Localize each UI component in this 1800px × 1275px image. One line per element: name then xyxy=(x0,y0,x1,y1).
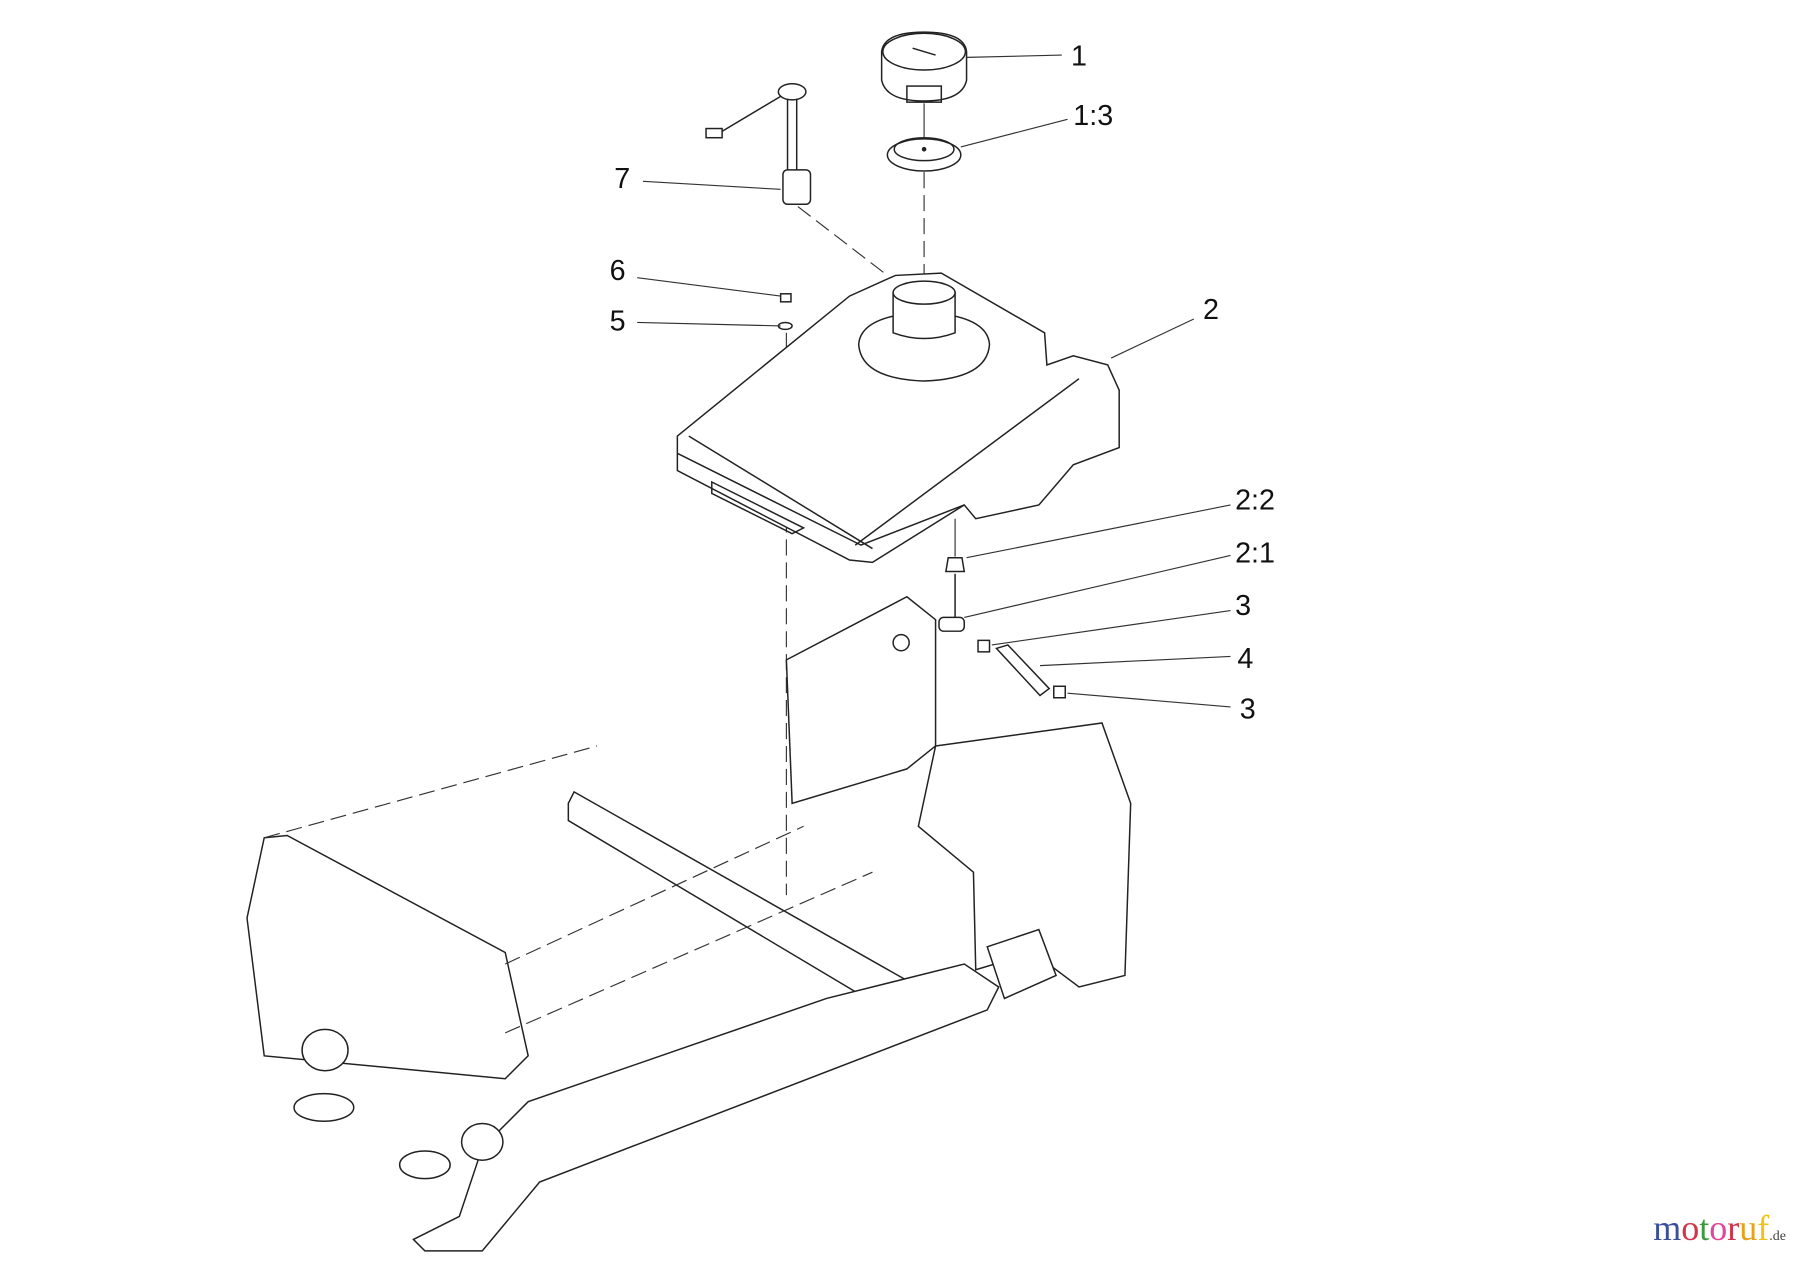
watermark-letter: f xyxy=(1757,1208,1770,1248)
fuel-fittings xyxy=(938,518,1067,699)
chassis-frame xyxy=(246,595,1132,1252)
watermark-letter: o xyxy=(1709,1208,1728,1248)
callout-1: 1 xyxy=(1071,40,1087,72)
callout-4: 4 xyxy=(1237,643,1253,675)
fuel-sender xyxy=(705,83,812,206)
motoruf-watermark-logo: motoruf.de xyxy=(1653,1207,1786,1249)
fuel-cap xyxy=(880,31,968,103)
callout-7: 7 xyxy=(614,163,630,195)
watermark-letter: u xyxy=(1739,1208,1758,1248)
callout-3-lower: 3 xyxy=(1240,693,1256,725)
callout-5: 5 xyxy=(610,306,626,338)
cap-gasket xyxy=(886,136,962,172)
callout-2: 2 xyxy=(1203,294,1219,326)
watermark-letter: m xyxy=(1653,1208,1682,1248)
watermark-text: motoruf xyxy=(1653,1208,1769,1248)
callout-6: 6 xyxy=(610,255,626,287)
callout-2-2: 2:2 xyxy=(1235,485,1275,517)
leader-lines xyxy=(637,54,1231,708)
callout-1-3: 1:3 xyxy=(1073,100,1113,132)
watermark-suffix: .de xyxy=(1769,1229,1786,1244)
watermark-letter: o xyxy=(1681,1208,1700,1248)
callout-2-1: 2:1 xyxy=(1235,537,1275,569)
callout-3: 3 xyxy=(1235,590,1251,622)
fuel-tank xyxy=(676,272,1120,564)
watermark-letter: t xyxy=(1699,1208,1710,1248)
watermark-letter: r xyxy=(1727,1208,1740,1248)
